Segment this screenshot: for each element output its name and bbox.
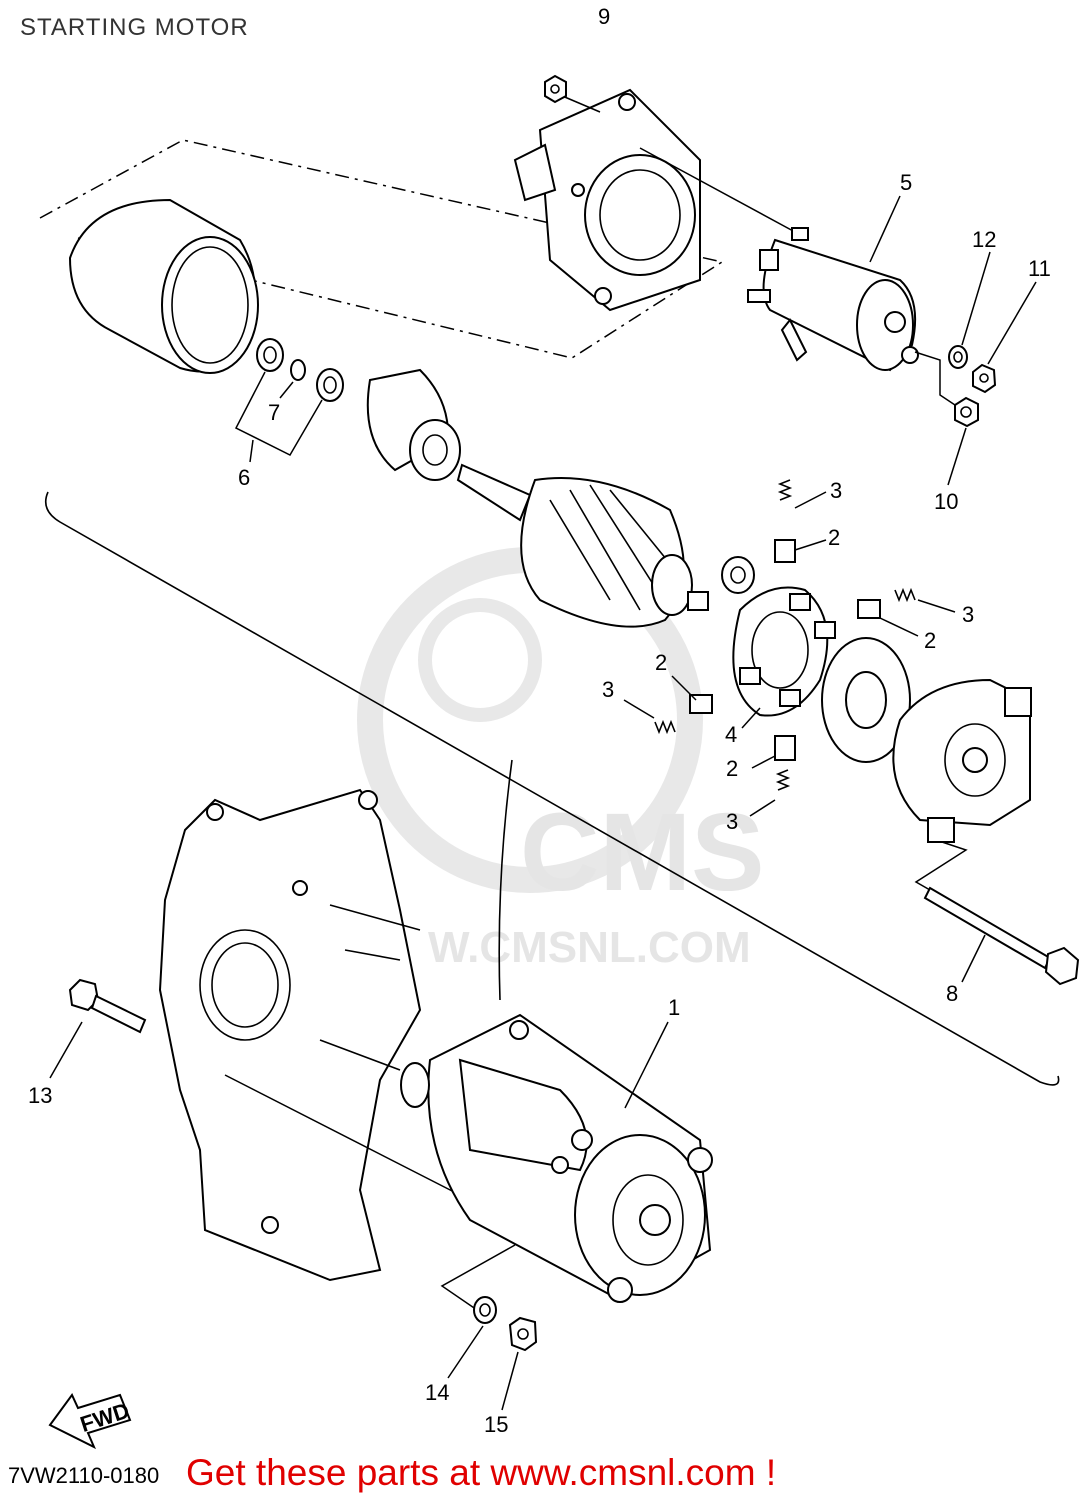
brush-right [857,599,881,619]
washer [316,368,344,402]
guide-terminal-nut [914,351,956,406]
callout-2-right: 2 [924,628,936,653]
assembly-bracket-line [44,491,1060,1086]
flange-bolt-13 [68,978,147,1034]
callout-2-left: 2 [655,650,667,675]
guide-rear-cover-bolt [914,841,968,891]
yoke-guide-line [39,139,724,359]
brush-bottom [774,735,796,761]
guide-motor-nut [440,1244,516,1313]
callout-9: 9 [598,4,610,29]
callout-1: 1 [668,995,680,1020]
callout-labels: 1 2 2 2 2 3 3 3 3 4 5 6 7 8 9 10 11 12 1… [28,4,1051,1437]
callout-2-bottom: 2 [726,756,738,781]
nut-11 [972,363,997,394]
callout-11: 11 [1028,256,1051,281]
nut-9 [544,74,567,104]
callout-3-left: 3 [602,677,614,702]
diagram-code: 7VW2110-0180 [8,1463,160,1488]
callout-7: 7 [268,400,280,425]
lock-washer-14 [473,1296,497,1324]
leader-1 [624,1021,669,1109]
assembly-link-line [498,759,513,1001]
callout-12: 12 [972,227,996,252]
leader-8 [961,934,986,983]
callout-3-right: 3 [962,602,974,627]
leader-6 [249,439,254,463]
leader-10 [947,427,967,486]
lock-washer-12 [948,345,968,369]
callout-14: 14 [425,1380,449,1405]
callout-8: 8 [946,981,958,1006]
o-ring-7 [290,359,306,381]
callout-15: 15 [484,1412,508,1437]
page-title: STARTING MOTOR [20,14,249,41]
starter-yoke [68,198,259,374]
guide-cover-solenoid [639,147,796,233]
watermark-url: W.CMSNL.COM [428,923,751,972]
callout-3-bottom: 3 [726,809,738,834]
callout-4: 4 [725,722,737,747]
starter-motor-assembly [400,1013,713,1303]
fwd-arrow-icon: FWD [48,1393,132,1450]
leader-5 [869,195,901,263]
callout-13: 13 [28,1083,52,1108]
leader-13 [49,1021,83,1079]
rear-cover [892,678,1032,843]
callout-leaders-2-3 [623,491,956,817]
callout-2-top: 2 [828,525,840,550]
front-cover [513,88,701,312]
insulator-plate [821,637,911,763]
nut-15 [508,1316,538,1352]
leader-9 [559,94,601,113]
leader-11 [987,281,1037,365]
nut-10 [954,396,979,428]
callout-10: 10 [934,489,958,514]
leader-12 [961,251,991,346]
callout-6: 6 [238,465,250,490]
buy-parts-link[interactable]: Get these parts at www.cmsnl.com ! [186,1452,777,1493]
leader-7 [279,381,294,399]
armature [456,463,709,628]
crankcase-housing [158,788,422,1282]
leader-4 [741,707,761,729]
solenoid-switch [747,227,919,372]
armature-end-bushing [721,556,755,594]
guide-6 [234,371,323,456]
cmsnl-watermark: CMS W.CMSNL.COM [357,547,764,972]
through-bolt-8 [923,886,1080,986]
callout-3-top: 3 [830,478,842,503]
brush-holder [732,586,836,717]
fwd-label: FWD [77,1398,132,1437]
callout-5: 5 [900,170,912,195]
leader-14 [447,1325,484,1379]
brush-top [774,539,796,563]
guide-crankcase-motor [224,1074,461,1196]
watermark-brand: CMS [520,791,764,914]
bearing-6 [256,338,284,372]
overrunning-clutch [366,368,461,481]
leader-15 [501,1351,519,1411]
